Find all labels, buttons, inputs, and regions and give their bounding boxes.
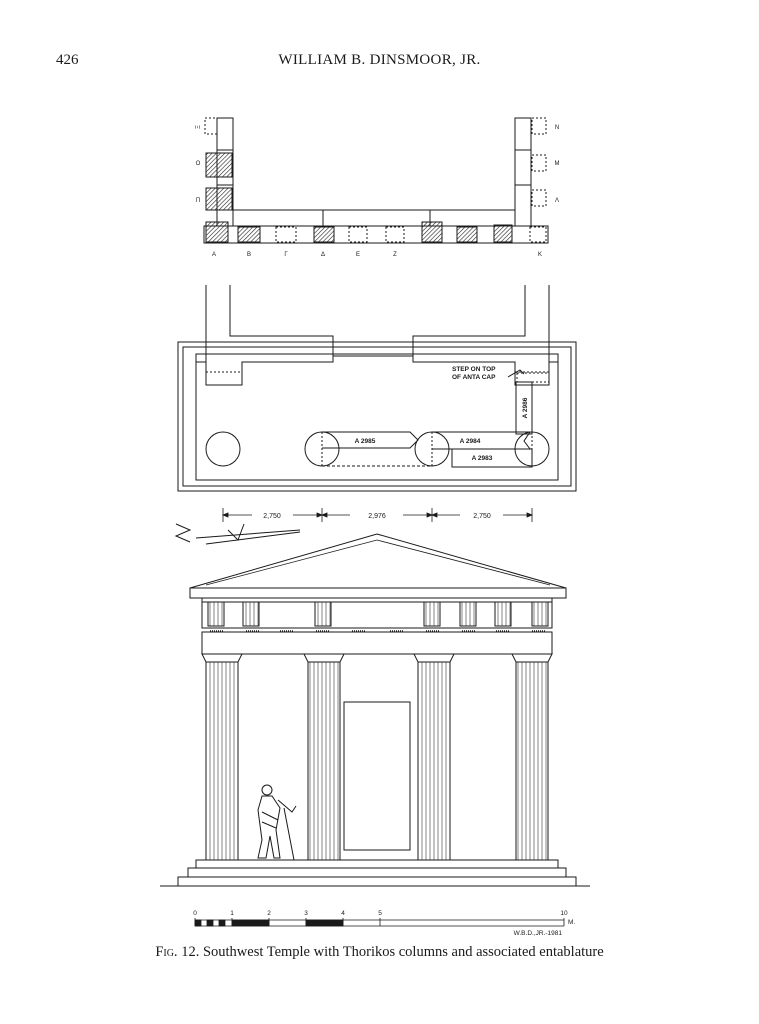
label-side-n: N	[555, 125, 559, 131]
scale-tick-4: 4	[341, 910, 345, 917]
block-a2983: A 2983	[472, 455, 493, 462]
lower-plan-labels: STEP ON TOP OF ANTA CAP A 2985 A 2984 A …	[355, 366, 529, 462]
upper-plan-labels: A B Γ Δ E Z K Ξ O Π N M Λ	[196, 125, 560, 258]
label-side-m: M	[555, 161, 560, 167]
columns	[201, 653, 553, 861]
anta-note-line2: OF ANTA CAP	[452, 374, 496, 381]
draftsman-signature: W.B.D.,JR.-1981	[514, 930, 563, 937]
upper-plan	[203, 117, 549, 244]
label-col-k: K	[538, 252, 542, 258]
label-side-xi: Ξ	[196, 125, 202, 129]
scale-tick-2: 2	[267, 910, 271, 917]
scale-tick-5: 5	[378, 910, 382, 917]
caption-fig-label: Fig.	[155, 944, 178, 960]
label-side-lambda: Λ	[555, 198, 559, 204]
north-arrow-icon	[174, 523, 301, 545]
triglyphs	[207, 601, 549, 627]
scale-bar	[194, 918, 565, 927]
label-col-z: Z	[393, 252, 397, 258]
block-a2985: A 2985	[355, 438, 376, 445]
figure-caption: Fig. 12. Southwest Temple with Thorikos …	[0, 944, 759, 961]
block-a2984: A 2984	[460, 438, 481, 445]
page-number: 426	[56, 52, 79, 68]
dimension-line	[221, 508, 534, 522]
scale-unit: M.	[568, 919, 575, 926]
lower-plan	[177, 285, 577, 492]
label-col-gamma: Γ	[284, 252, 288, 258]
label-col-a: A	[212, 252, 216, 258]
running-head: WILLIAM B. DINSMOOR, JR.	[278, 52, 481, 68]
anta-note-line1: STEP ON TOP	[452, 366, 496, 373]
scale-tick-1: 1	[230, 910, 234, 917]
block-a2986: A 2986	[522, 397, 529, 418]
scale-tick-3: 3	[304, 910, 308, 917]
scale-tick-10: 10	[560, 910, 568, 917]
label-col-e: E	[356, 252, 360, 258]
label-col-b: B	[247, 252, 251, 258]
label-side-o: O	[196, 161, 201, 167]
label-col-delta: Δ	[321, 252, 325, 258]
caption-text: 12. Southwest Temple with Thorikos colum…	[177, 944, 604, 960]
dimension-3: 2,750	[473, 513, 491, 520]
human-figure-icon	[257, 784, 297, 861]
scale-labels: 0 1 2 3 4 5 10 M. W.B.D.,JR.-1981	[193, 910, 575, 937]
temple-elevation	[160, 533, 590, 887]
dimension-1: 2,750	[263, 513, 281, 520]
scale-tick-0: 0	[193, 910, 197, 917]
label-side-pi: Π	[196, 198, 200, 204]
dimension-2: 2,976	[368, 513, 386, 520]
